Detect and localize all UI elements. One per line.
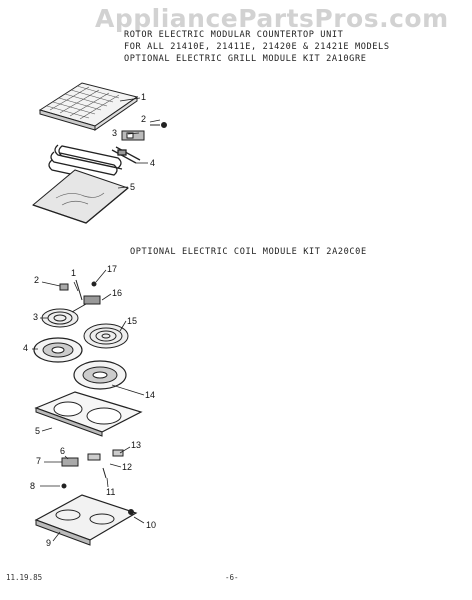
grill-callout-2: 2 — [141, 114, 147, 124]
coil-element-small — [41, 303, 87, 328]
coil-switch — [83, 281, 101, 305]
coil-element-large — [83, 323, 129, 349]
coil-pin — [75, 279, 83, 301]
coil-callout-4: 4 — [23, 343, 29, 353]
coil-callout-6: 6 — [60, 446, 66, 456]
section-title-coil-kit: OPTIONAL ELECTRIC COIL MODULE KIT 2A20C0… — [130, 247, 367, 257]
coil-leaders — [32, 269, 145, 542]
coil-callout-15: 15 — [127, 316, 138, 326]
coil-callout-7: 7 — [36, 456, 42, 466]
coil-knob-2 — [59, 283, 69, 291]
coil-callout-8: 8 — [30, 481, 36, 491]
coil-callout-3: 3 — [33, 312, 39, 322]
header-line-1: ROTOR ELECTRIC MODULAR COUNTERTOP UNIT — [124, 30, 344, 40]
coil-trim-ring — [34, 391, 143, 437]
coil-callout-1: 1 — [71, 268, 77, 278]
grill-callout-4: 4 — [150, 158, 156, 168]
coil-drip-pan-large — [73, 360, 127, 390]
footer-date: 11.19.85 — [6, 573, 43, 582]
grill-pan — [31, 169, 130, 224]
coil-callout-11: 11 — [106, 487, 116, 497]
coil-callout-5: 5 — [35, 426, 41, 436]
grill-element — [48, 144, 141, 184]
header-line-3: OPTIONAL ELECTRIC GRILL MODULE KIT 2A10G… — [124, 54, 367, 64]
coil-callout-14: 14 — [145, 390, 156, 400]
coil-callout-10: 10 — [146, 520, 157, 530]
grill-callout-1: 1 — [141, 92, 147, 102]
coil-callout-12: 12 — [122, 462, 133, 472]
header-line-2: FOR ALL 21410E, 21411E, 21420E & 21421E … — [124, 42, 390, 52]
grill-grate — [38, 82, 139, 131]
coil-receptacles — [61, 449, 124, 489]
grill-leaders — [117, 97, 161, 189]
grill-screw — [150, 122, 167, 128]
grill-terminal-block — [121, 130, 145, 141]
coil-callout-9: 9 — [46, 538, 52, 548]
coil-callout-17: 17 — [107, 264, 118, 274]
coil-callout-13: 13 — [131, 440, 142, 450]
coil-callout-16: 16 — [112, 288, 123, 298]
watermark: AppliancePartsPros.com — [95, 4, 449, 33]
coil-bottom-pan — [34, 494, 138, 546]
coil-callout-2: 2 — [34, 275, 40, 285]
page-number: -6- — [225, 573, 239, 582]
grill-callout-5: 5 — [130, 182, 136, 192]
coil-drip-pan-small — [33, 337, 83, 363]
grill-callout-3: 3 — [112, 128, 118, 138]
